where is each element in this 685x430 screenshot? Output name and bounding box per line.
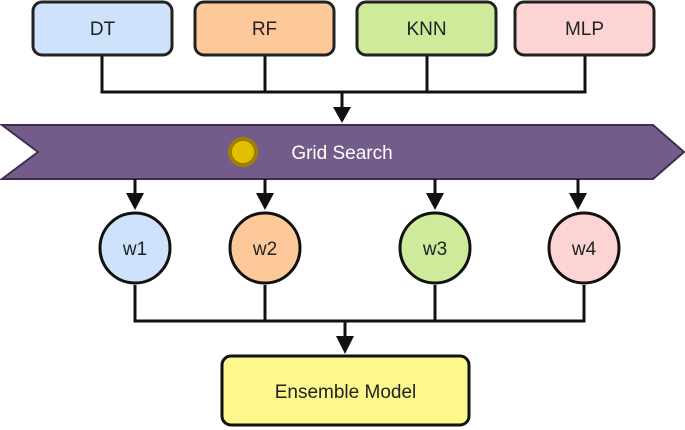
arrowhead-to-ensemble bbox=[336, 336, 354, 354]
grid-search-banner: Grid Search bbox=[0, 124, 685, 180]
grid-search-indicator-icon bbox=[228, 137, 258, 167]
weight-node-w2: w2 bbox=[228, 211, 302, 285]
arrowhead-to-w2 bbox=[256, 193, 274, 210]
arrowhead-to-w1 bbox=[126, 193, 144, 210]
arrowhead-to-grid-search bbox=[333, 107, 351, 123]
weight-label-w3: w3 bbox=[422, 239, 447, 260]
grid-search-shape bbox=[0, 124, 685, 180]
weight-node-w1: w1 bbox=[98, 211, 172, 285]
model-connectors bbox=[100, 55, 587, 110]
weight-node-w4: w4 bbox=[547, 211, 621, 285]
weight-label-w1: w1 bbox=[122, 239, 147, 260]
weight-node-w3: w3 bbox=[398, 211, 472, 285]
model-box-dt: DT bbox=[31, 0, 174, 57]
model-box-knn: KNN bbox=[355, 0, 498, 57]
weight-connectors bbox=[133, 179, 580, 195]
model-box-mlp: MLP bbox=[513, 0, 656, 57]
arrowhead-to-w4 bbox=[569, 193, 587, 210]
model-label-dt: DT bbox=[90, 19, 116, 40]
model-box-rf: RF bbox=[193, 0, 336, 57]
model-label-mlp: MLP bbox=[565, 19, 604, 40]
weight-label-w4: w4 bbox=[571, 239, 597, 260]
ensemble-model-box: Ensemble Model bbox=[220, 354, 471, 427]
ensemble-connectors bbox=[133, 285, 586, 339]
ensemble-model-label: Ensemble Model bbox=[275, 382, 417, 403]
weight-label-w2: w2 bbox=[252, 239, 277, 260]
model-label-knn: KNN bbox=[406, 19, 446, 40]
model-label-rf: RF bbox=[252, 19, 277, 40]
grid-search-label: Grid Search bbox=[291, 143, 392, 164]
arrowhead-to-w3 bbox=[426, 193, 444, 210]
